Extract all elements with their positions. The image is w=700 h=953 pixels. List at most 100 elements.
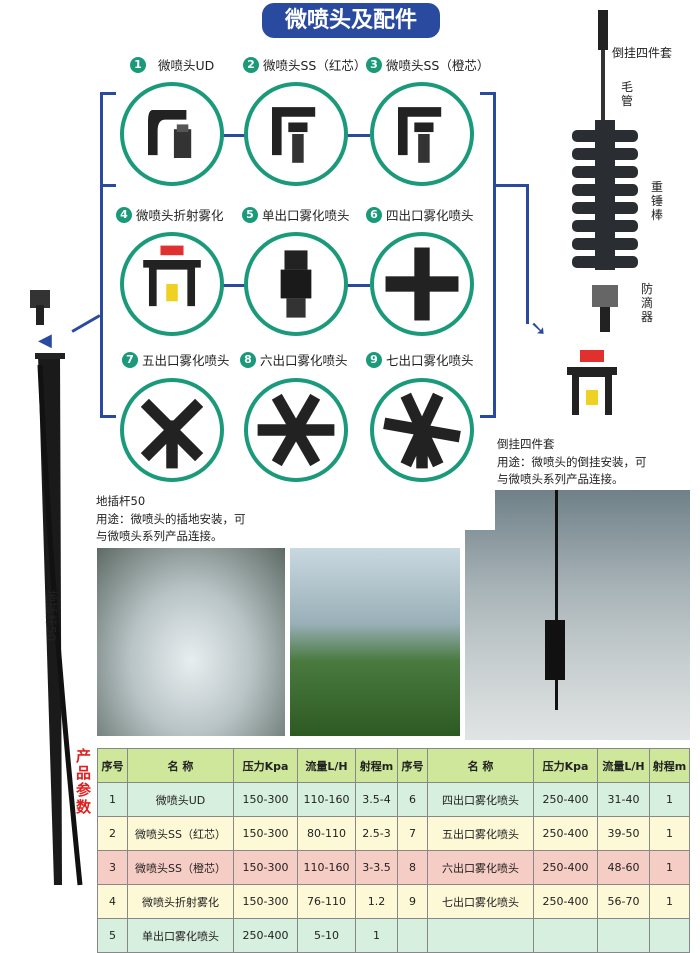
connector bbox=[346, 134, 370, 137]
product-image-four-outlet bbox=[370, 232, 474, 336]
product-image-ss-red bbox=[244, 82, 348, 186]
header-cell: 流量L/H bbox=[297, 748, 356, 783]
connector bbox=[222, 284, 246, 287]
cell: 2 bbox=[97, 816, 128, 851]
cell: 1 bbox=[649, 850, 690, 885]
cell: 250-400 bbox=[533, 850, 598, 885]
header-cell: 压力Kpa bbox=[533, 748, 598, 783]
cell: 5-10 bbox=[297, 918, 356, 953]
header-cell: 压力Kpa bbox=[233, 748, 298, 783]
cell: 150-300 bbox=[233, 884, 298, 919]
cell: 250-400 bbox=[533, 884, 598, 919]
photo-greenhouse bbox=[290, 548, 460, 736]
bracket-tick bbox=[480, 415, 496, 418]
photo-mist-spray bbox=[97, 548, 285, 736]
table-side-label: 产品参数 bbox=[76, 747, 92, 816]
cell: 110-160 bbox=[297, 782, 356, 817]
cell: 150-300 bbox=[233, 850, 298, 885]
hanging-nozzle-image bbox=[567, 350, 617, 415]
header-cell: 序号 bbox=[397, 748, 428, 783]
bracket-tick bbox=[100, 415, 116, 418]
cell: 五出口雾化喷头 bbox=[427, 816, 534, 851]
cell: 1.2 bbox=[355, 884, 398, 919]
cell: 微喷头SS（橙芯） bbox=[127, 850, 234, 885]
cell bbox=[397, 918, 428, 953]
part-label: 毛管 bbox=[621, 80, 634, 108]
cell: 六出口雾化喷头 bbox=[427, 850, 534, 885]
bracket-tick bbox=[100, 92, 116, 95]
cell: 4 bbox=[97, 884, 128, 919]
product-image-ss-orange bbox=[370, 82, 474, 186]
header-cell: 序号 bbox=[97, 748, 128, 783]
cell bbox=[427, 918, 534, 953]
cell: 5 bbox=[97, 918, 128, 953]
hanging-kit-image bbox=[572, 10, 638, 332]
header-cell: 流量L/H bbox=[597, 748, 650, 783]
cell bbox=[649, 918, 690, 953]
hanging-caption-title: 倒挂四件套 bbox=[497, 437, 555, 451]
stake-title: 地插杆50 bbox=[96, 494, 146, 508]
cell: 七出口雾化喷头 bbox=[427, 884, 534, 919]
part-label: 防滴器 bbox=[641, 282, 654, 324]
header-cell: 名 称 bbox=[127, 748, 234, 783]
cell: 110-160 bbox=[297, 850, 356, 885]
cell: 250-400 bbox=[233, 918, 298, 953]
cell: 3.5-4 bbox=[355, 782, 398, 817]
cell: 1 bbox=[355, 918, 398, 953]
cell bbox=[597, 918, 650, 953]
part-label: 重锤棒 bbox=[651, 180, 664, 222]
product-image-ud bbox=[120, 82, 224, 186]
connector bbox=[222, 134, 246, 137]
page-title: 微喷头及配件 bbox=[262, 3, 440, 38]
cell: 3-3.5 bbox=[355, 850, 398, 885]
cell: 8 bbox=[397, 850, 428, 885]
cell: 80-110 bbox=[297, 816, 356, 851]
stake-caption: 用途：微喷头的插地安装，可与微喷头系列产品连接。 bbox=[96, 512, 246, 543]
connector bbox=[493, 184, 528, 187]
cell: 1 bbox=[649, 884, 690, 919]
cell: 250-400 bbox=[533, 782, 598, 817]
cell: 四出口雾化喷头 bbox=[427, 782, 534, 817]
cell: 56-70 bbox=[597, 884, 650, 919]
bracket-right bbox=[493, 92, 496, 417]
hanging-caption: 用途：微喷头的倒挂安装，可与微喷头系列产品连接。 bbox=[497, 455, 647, 486]
cell: 微喷头SS（红芯） bbox=[127, 816, 234, 851]
bracket-left bbox=[100, 92, 103, 417]
cell: 微喷头折射雾化 bbox=[127, 884, 234, 919]
header-cell: 射程m bbox=[355, 748, 398, 783]
cell: 1 bbox=[97, 782, 128, 817]
cell: 7 bbox=[397, 816, 428, 851]
connector bbox=[346, 284, 370, 287]
product-image-single-outlet bbox=[244, 232, 348, 336]
cell: 1 bbox=[649, 816, 690, 851]
cell: 76-110 bbox=[297, 884, 356, 919]
cell: 39-50 bbox=[597, 816, 650, 851]
cell: 单出口雾化喷头 bbox=[127, 918, 234, 953]
connector bbox=[526, 184, 529, 324]
cell bbox=[533, 918, 598, 953]
cell: 微喷头UD bbox=[127, 782, 234, 817]
bracket-tick bbox=[100, 184, 116, 187]
arrow-left-icon: ◀ bbox=[38, 330, 52, 351]
photo-hanging-mist bbox=[465, 490, 690, 740]
product-image-five-outlet bbox=[120, 378, 224, 482]
cell: 31-40 bbox=[597, 782, 650, 817]
product-image-refraction bbox=[120, 232, 224, 336]
cell: 250-400 bbox=[533, 816, 598, 851]
product-image-six-outlet bbox=[244, 378, 348, 482]
header-cell: 名 称 bbox=[427, 748, 534, 783]
arrow-right-icon: ➘ bbox=[530, 316, 547, 340]
